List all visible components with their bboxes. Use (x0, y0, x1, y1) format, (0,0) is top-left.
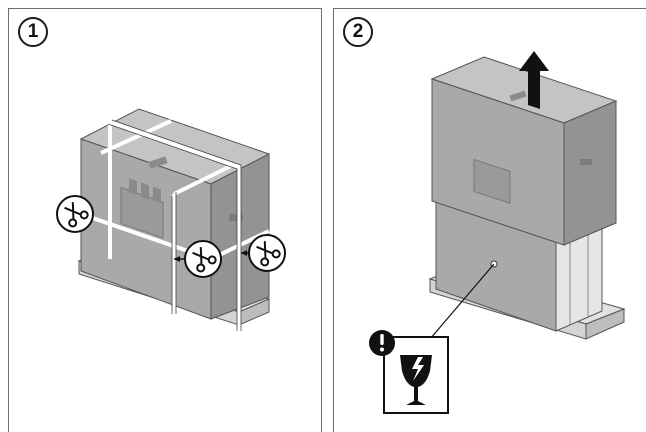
step-number-1: 1 (18, 17, 48, 47)
packing-straps-outline (107, 119, 242, 331)
carton-lifted (430, 56, 618, 246)
step-2-panel: 2 (333, 8, 646, 432)
leader-line (429, 263, 495, 340)
cut-point-left (56, 195, 94, 233)
packaged-appliance-on-pallet (56, 108, 286, 331)
scissors-icon (192, 247, 217, 273)
cut-point-center (174, 240, 222, 278)
scissors-icon (64, 202, 89, 228)
scissors-icon (256, 241, 281, 267)
packing-straps (80, 119, 270, 331)
appliance-unboxing (369, 51, 626, 414)
fragile-glass-icon (400, 355, 432, 405)
fragile-symbol (383, 336, 449, 414)
arrow-up-icon (519, 51, 549, 109)
exclamation-icon (369, 330, 395, 356)
step-number-2: 2 (343, 17, 373, 47)
step-1-panel: 1 (8, 8, 322, 432)
cut-point-right (241, 234, 286, 272)
